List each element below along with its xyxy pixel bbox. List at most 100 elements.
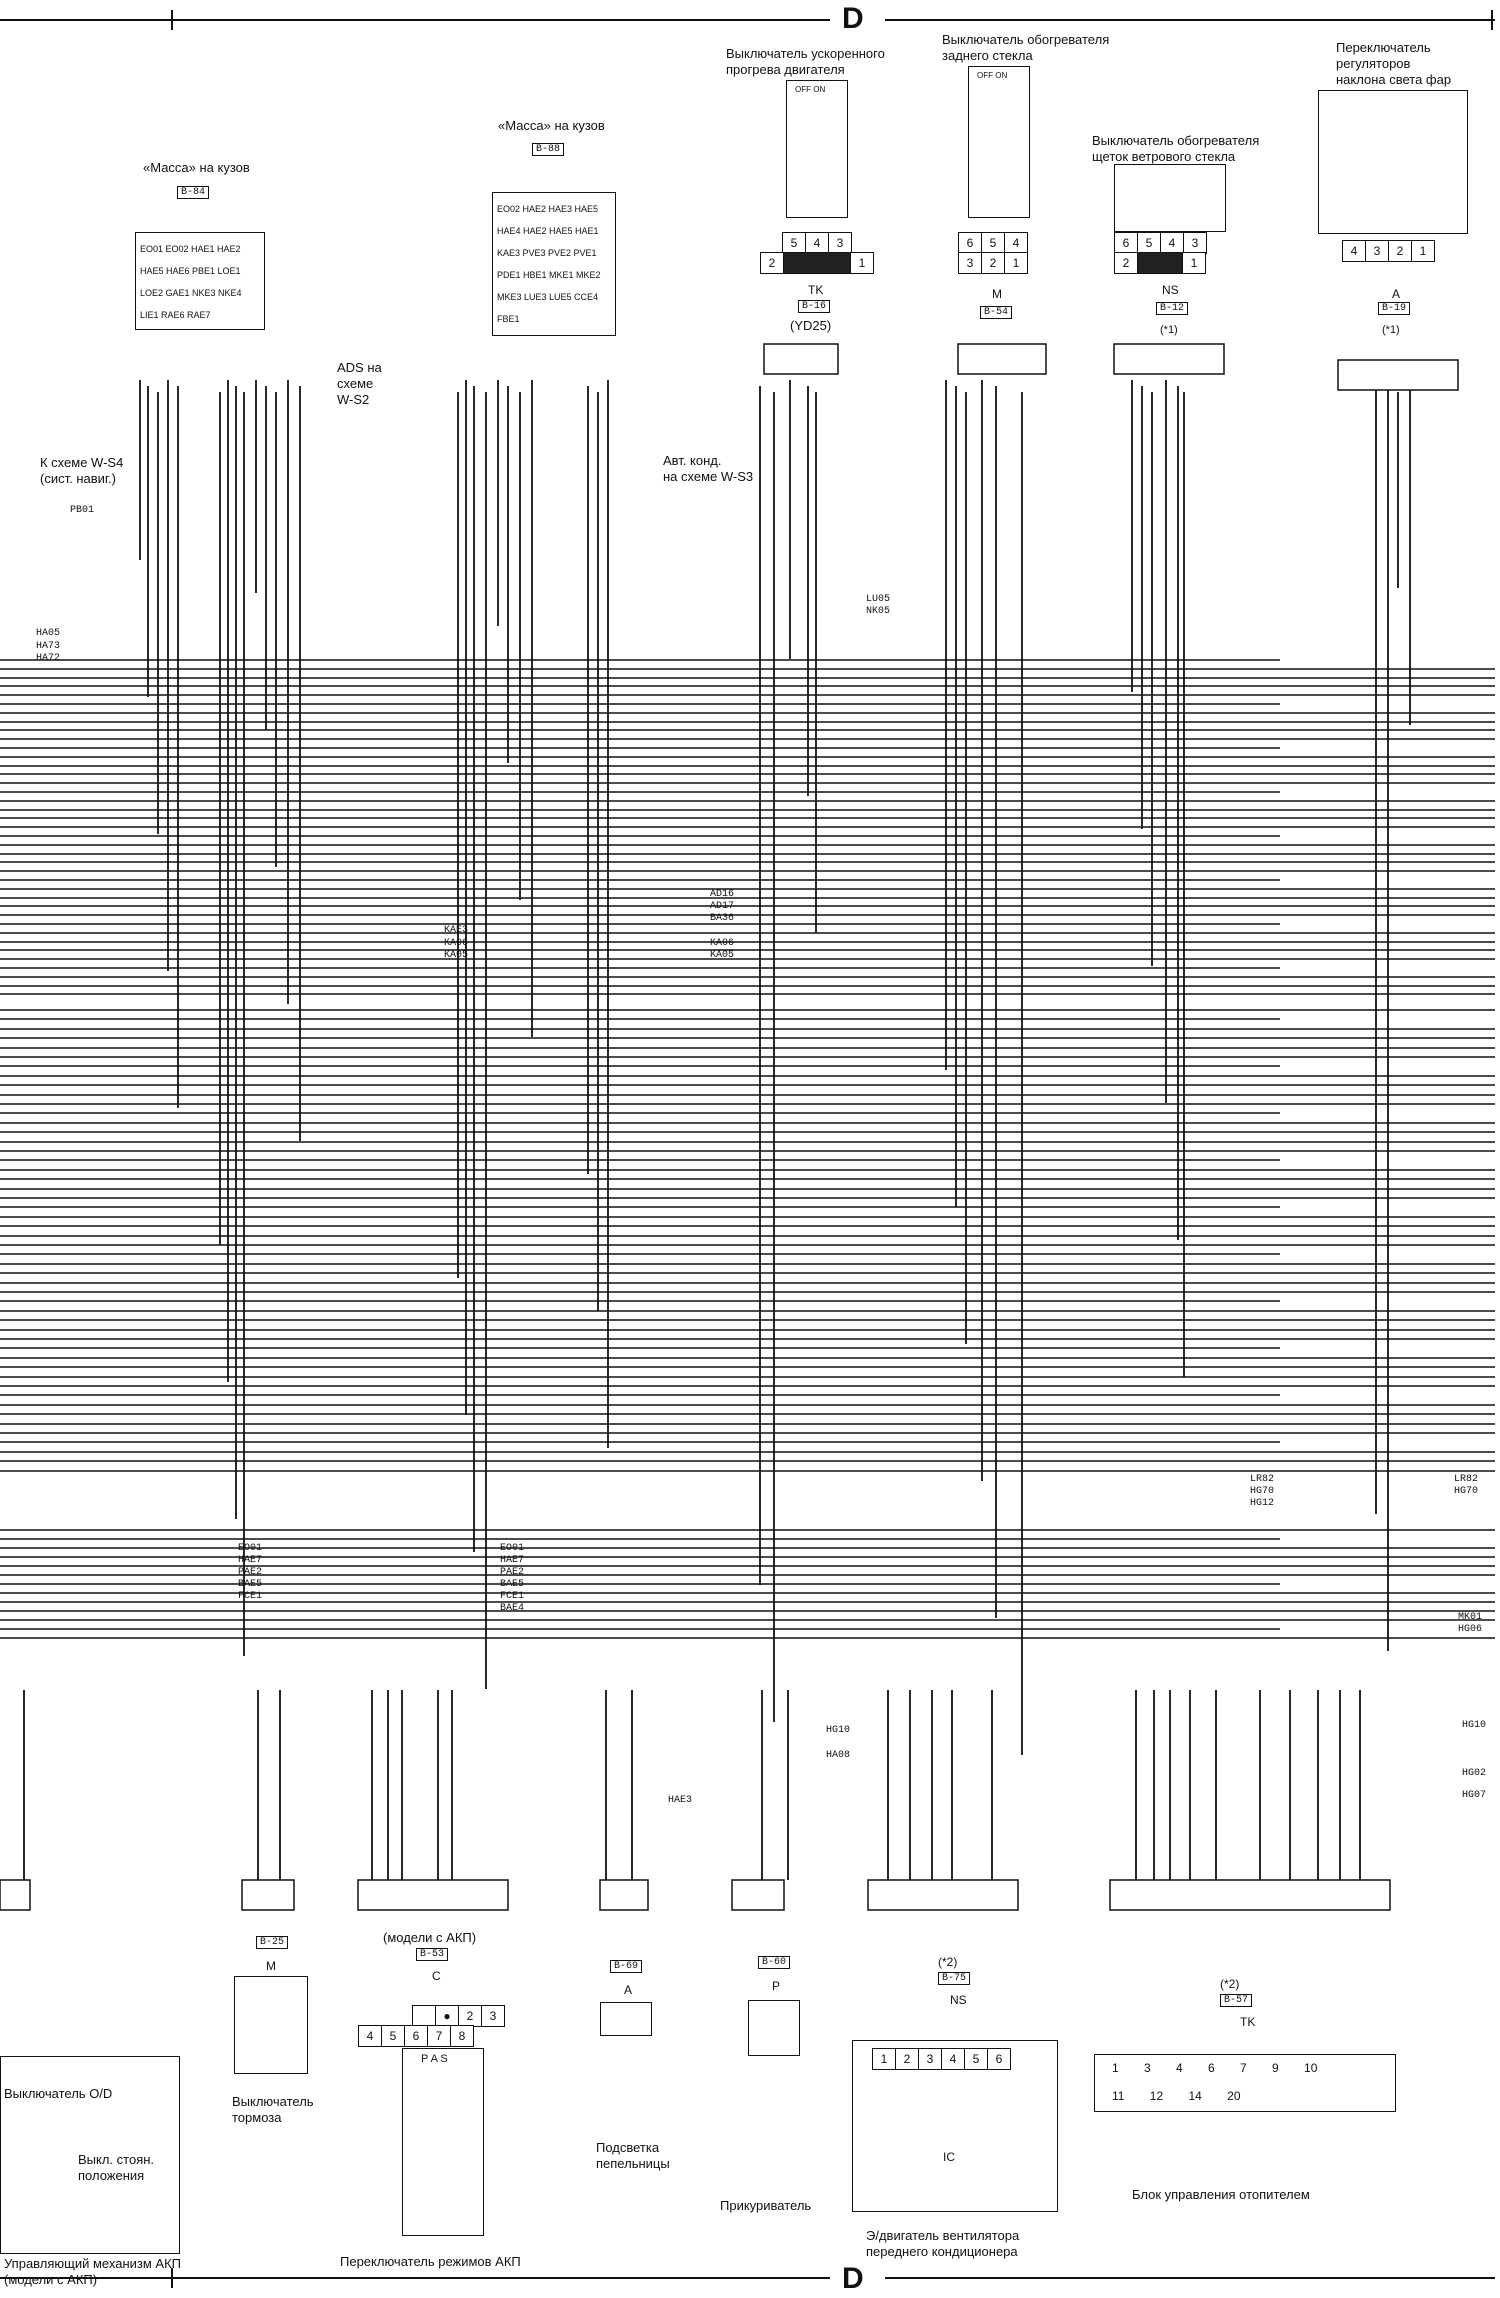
ground-body-right-label: «Масса» на кузов <box>498 118 605 133</box>
eo-right-label: FCE1 <box>500 1591 525 1602</box>
b25-tag: B-25 <box>256 1936 289 1949</box>
star2-b-label: (*2) <box>1220 1977 1240 1991</box>
lu-label: LU05 <box>866 594 891 605</box>
eo-right-label: PAE2 <box>500 1567 525 1578</box>
connector-strip <box>1109 1879 1391 1911</box>
ha-label: HA72 <box>36 653 61 664</box>
right-ground-connector: EO02 HAE2 HAE3 HAE5 HAE4 HAE2 HAE5 HAE1 … <box>492 192 616 336</box>
tk-model: (YD25) <box>790 318 832 333</box>
b60-tag: B-60 <box>758 1956 791 1969</box>
atm-control-label: Управляющий механизм АКП (модели с АКП) <box>4 2256 181 2287</box>
eo-right-label: BAE4 <box>500 1603 525 1614</box>
star2-a-label: (*2) <box>938 1955 958 1969</box>
c-label: C <box>432 1969 441 1983</box>
right-ground-row: EO02 HAE2 HAE3 HAE5 <box>497 204 599 214</box>
tk-label: TK <box>808 283 824 297</box>
right-ground-row: KAE3 PVE3 PVE2 PVE1 <box>497 248 597 258</box>
a-label: A <box>1392 287 1401 301</box>
ka-label: KA05 <box>444 950 469 961</box>
connector-strip <box>731 1879 785 1911</box>
ic-label: IC <box>943 2150 955 2164</box>
ns-note: (*1) <box>1160 324 1178 336</box>
hg-right-label: HG10 <box>1462 1720 1487 1731</box>
right-ground-row: HAE4 HAE2 HAE5 HAE1 <box>497 226 599 236</box>
eo-right-label: BAE5 <box>500 1579 525 1590</box>
lu-label: NK05 <box>866 606 891 617</box>
heater-control-label: Блок управления отопителем <box>1132 2187 1310 2202</box>
ha-label: HA73 <box>36 641 61 652</box>
ad-label: AD17 <box>710 901 735 912</box>
right-ground-row: FBE1 <box>497 314 520 324</box>
hg-right-label: HG07 <box>1462 1790 1487 1801</box>
connector-strip <box>1337 359 1459 391</box>
b75-tag: B-75 <box>938 1972 971 1985</box>
hg-right-label: HG02 <box>1462 1768 1487 1779</box>
section-letter-top: D <box>842 2 864 35</box>
eo-left-label: PAE2 <box>238 1567 263 1578</box>
mk-right-label: HG06 <box>1458 1624 1483 1635</box>
hg10-label: HG10 <box>826 1725 851 1736</box>
connector-strip <box>867 1879 1019 1911</box>
ns-tag: B-12 <box>1156 302 1189 315</box>
engine-warmup-switch-label: Выключатель ускоренного прогрева двигате… <box>726 46 885 77</box>
left-ground-row: HAE5 HAE6 PBE1 LOE1 <box>140 266 241 276</box>
ashtray-light-label: Подсветка пепельницы <box>596 2140 670 2171</box>
lr-right-label: LR82 <box>1454 1474 1479 1485</box>
headlight-level-switch <box>1318 90 1468 234</box>
od-switch-label: Выключатель O/D <box>4 2086 113 2101</box>
ws4-note: К схеме W-S4 (сист. навиг.) <box>40 455 124 486</box>
brake-switch-label: Выключатель тормоза <box>232 2094 314 2125</box>
atm-control-body <box>0 2056 180 2254</box>
ws3-note: Авт. конд. на схеме W-S3 <box>663 453 754 484</box>
wiper-heater-switch-label: Выключатель обогревателя щеток ветрового… <box>1092 133 1260 164</box>
atm-mode-switch-body: P A S <box>402 2048 484 2236</box>
engine-warmup-switch: OFF ON <box>786 80 848 218</box>
atm-mode-switch-label: Переключатель режимов АКП <box>340 2254 521 2269</box>
eo-left-label: FCE1 <box>238 1591 263 1602</box>
ground-left-tag: B-84 <box>177 186 210 199</box>
eo-left-label: HAE7 <box>238 1555 263 1566</box>
tk-tag: B-16 <box>798 300 831 313</box>
atm-models-label: (модели с АКП) <box>383 1930 477 1945</box>
lr-label: HG70 <box>1250 1486 1275 1497</box>
off-on-label: OFF ON <box>795 85 826 94</box>
left-ground-row: EO01 EO02 HAE1 HAE2 <box>140 244 241 254</box>
ka-label: KAE3 <box>444 925 469 936</box>
ns-bottom-label: NS <box>950 1993 967 2007</box>
connector-strip <box>763 343 839 375</box>
ka-label: KA05 <box>710 950 735 961</box>
b53-tag: B-53 <box>416 1948 449 1961</box>
m-tag: B-54 <box>980 306 1013 319</box>
eo-left-label: BAE5 <box>238 1579 263 1590</box>
pas-label: P A S <box>421 2053 448 2065</box>
connector-strip <box>599 1879 649 1911</box>
a-bottom-label: A <box>624 1983 633 1997</box>
fan-motor-label: Э/двигатель вентилятора переднего кондиц… <box>866 2228 1020 2259</box>
ground-body-left-label: «Масса» на кузов <box>143 160 250 175</box>
connector-strip <box>957 343 1047 375</box>
headlight-level-switch-label: Переключатель регуляторов наклона света … <box>1336 40 1452 87</box>
ad-label: BA36 <box>710 913 735 924</box>
cigarette-lighter-body <box>748 2000 800 2056</box>
ha08-label: HA08 <box>826 1750 851 1761</box>
ka-label: KA06 <box>710 938 735 949</box>
m-label: M <box>992 287 1002 301</box>
right-ground-row: MKE3 LUE3 LUE5 CCE4 <box>497 292 599 302</box>
ns-label: NS <box>1162 283 1179 297</box>
hae3-label: HAE3 <box>668 1795 693 1806</box>
ads-note: ADS на схеме W-S2 <box>337 360 382 407</box>
mk-right-label: MK01 <box>1458 1612 1483 1623</box>
left-ground-connector: EO01 EO02 HAE1 HAE2 HAE5 HAE6 PBE1 LOE1 … <box>135 232 265 330</box>
wiper-heater-switch <box>1114 164 1226 232</box>
left-ground-row: LOE2 GAE1 NKE3 NKE4 <box>140 288 242 298</box>
lr-label: LR82 <box>1250 1474 1275 1485</box>
ground-right-tag: B-88 <box>532 143 565 156</box>
tk-bottom-label: TK <box>1240 2015 1256 2029</box>
